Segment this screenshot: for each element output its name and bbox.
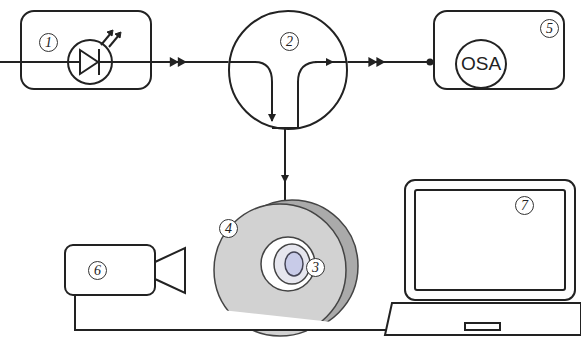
light-source-symbol [0,30,152,84]
circulator-paths [229,60,433,208]
osa-circle: OSA [455,39,507,89]
osa-box: 5OSA [433,10,565,90]
laptop-symbol [385,180,581,335]
callout-number: 2 [280,32,299,51]
callout-number: 1 [39,33,58,52]
light-source-box: 1 [20,10,152,90]
fiber-connector [347,57,433,67]
camera-symbol [65,245,405,330]
callout-number: 7 [515,196,534,215]
callout-number: 6 [88,261,107,280]
callout-number: 4 [219,219,238,238]
circulator-circle: 2 [228,10,348,130]
callout-number: 3 [306,258,325,277]
fiber-connector [152,57,229,67]
node-label: OSA [461,53,501,75]
callout-number: 5 [540,19,559,38]
